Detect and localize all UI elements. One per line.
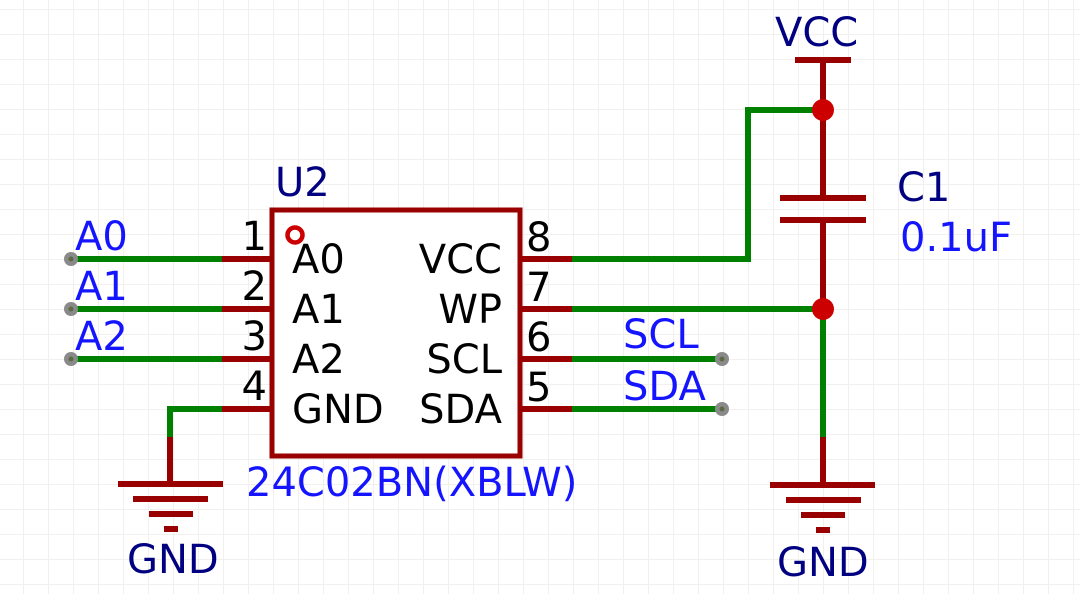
pin-number-7: 7 bbox=[526, 265, 552, 311]
wire-pin4-gnd[interactable] bbox=[167, 406, 222, 437]
ic-value[interactable]: 24C02BN(XBLW) bbox=[246, 460, 578, 506]
net-label-a1[interactable]: A1 bbox=[75, 264, 128, 310]
pin-number-3: 3 bbox=[241, 314, 267, 360]
capacitor-designator[interactable]: C1 bbox=[897, 165, 951, 211]
pin-number-2: 2 bbox=[241, 264, 267, 310]
pin-number-1: 1 bbox=[241, 214, 267, 260]
pin-number-5: 5 bbox=[526, 365, 552, 411]
pin-name-a1: A1 bbox=[292, 287, 345, 333]
net-label-sda[interactable]: SDA bbox=[623, 364, 706, 410]
ic-designator[interactable]: U2 bbox=[275, 160, 330, 206]
gnd-label-right[interactable]: GND bbox=[777, 540, 869, 586]
pin-name-wp: WP bbox=[438, 287, 502, 333]
wire-pin8-vcc[interactable] bbox=[572, 107, 820, 262]
junction-dot-vcc[interactable] bbox=[812, 99, 834, 121]
net-label-a2[interactable]: A2 bbox=[75, 314, 128, 360]
gnd-symbol-right[interactable] bbox=[770, 437, 875, 533]
gnd-label-left[interactable]: GND bbox=[127, 537, 219, 583]
pin-name-a0: A0 bbox=[292, 237, 345, 283]
pin-number-6: 6 bbox=[526, 315, 552, 361]
vcc-label[interactable]: VCC bbox=[775, 10, 859, 56]
pin-name-a2: A2 bbox=[292, 337, 345, 383]
net-label-a0[interactable]: A0 bbox=[75, 214, 128, 260]
pin-name-scl: SCL bbox=[426, 337, 502, 383]
capacitor-value[interactable]: 0.1uF bbox=[900, 215, 1012, 261]
pin-name-sda: SDA bbox=[419, 387, 502, 433]
wire-endpoints bbox=[64, 252, 729, 416]
pin-number-4: 4 bbox=[241, 364, 267, 410]
ic-body-u2[interactable] bbox=[269, 207, 523, 459]
capacitor-c1-symbol[interactable] bbox=[780, 110, 866, 309]
pin-name-gnd: GND bbox=[292, 387, 384, 433]
junction-dot-wp[interactable] bbox=[812, 298, 834, 320]
pin-number-8: 8 bbox=[526, 215, 552, 261]
net-label-scl[interactable]: SCL bbox=[623, 312, 699, 358]
gnd-symbol-left[interactable] bbox=[118, 437, 223, 532]
pin1-indicator-icon bbox=[285, 225, 305, 245]
pin-name-vcc: VCC bbox=[418, 237, 502, 283]
